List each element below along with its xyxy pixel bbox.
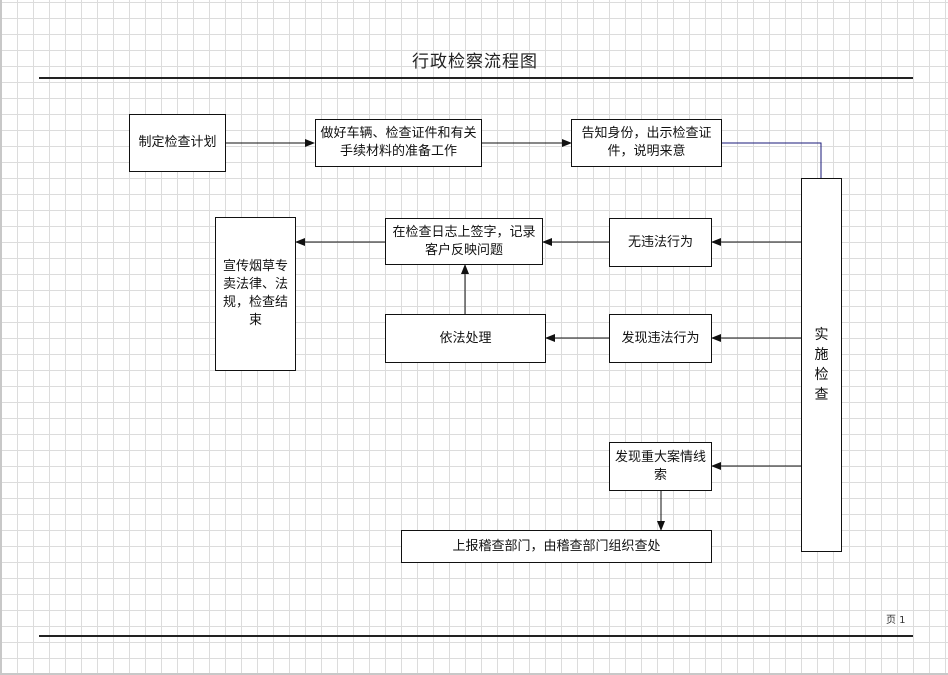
- node-identify-label: 告知身份，出示检查证件，说明来意: [581, 126, 712, 159]
- node-major-case[interactable]: 发现重大案情线索: [609, 442, 712, 491]
- node-plan[interactable]: 制定检查计划: [129, 114, 226, 172]
- node-violation-found[interactable]: 发现违法行为: [609, 314, 712, 363]
- node-sign-log[interactable]: 在检查日志上签字，记录客户反映问题: [385, 218, 543, 265]
- canvas-left-border: [0, 0, 2, 675]
- node-prepare-label: 做好车辆、检查证件和有关手续材料的准备工作: [320, 126, 477, 159]
- node-report-label: 上报稽查部门，由稽查部门组织查处: [452, 538, 661, 554]
- node-no-violation-label: 无违法行为: [627, 234, 693, 250]
- node-handle-by-law-label: 依法处理: [439, 330, 492, 346]
- edge-identify-to-inspect: [721, 142, 822, 178]
- node-major-case-label: 发现重大案情线索: [614, 449, 706, 483]
- node-sign-log-label: 在检查日志上签字，记录客户反映问题: [392, 224, 536, 258]
- node-inspect-label: 实施检查: [814, 327, 829, 403]
- node-publicize-end[interactable]: 宣传烟草专卖法律、法规，检查结束: [215, 217, 296, 371]
- footer-rule: [39, 635, 913, 637]
- node-inspect[interactable]: 实施检查: [801, 178, 842, 552]
- node-violation-found-label: 发现违法行为: [621, 330, 700, 346]
- node-identify[interactable]: 告知身份，出示检查证件，说明来意: [571, 119, 722, 167]
- node-handle-by-law[interactable]: 依法处理: [385, 314, 546, 363]
- node-no-violation[interactable]: 无违法行为: [609, 218, 712, 267]
- header-rule: [39, 77, 913, 79]
- diagram-title: 行政检察流程图: [412, 52, 538, 72]
- node-plan-label: 制定检查计划: [138, 135, 217, 150]
- canvas-bottom-border: [0, 673, 948, 675]
- node-publicize-end-label: 宣传烟草专卖法律、法规，检查结束: [222, 259, 288, 328]
- node-report[interactable]: 上报稽查部门，由稽查部门组织查处: [401, 530, 712, 563]
- node-prepare[interactable]: 做好车辆、检查证件和有关手续材料的准备工作: [315, 119, 482, 167]
- page-number: 页 1: [886, 615, 906, 626]
